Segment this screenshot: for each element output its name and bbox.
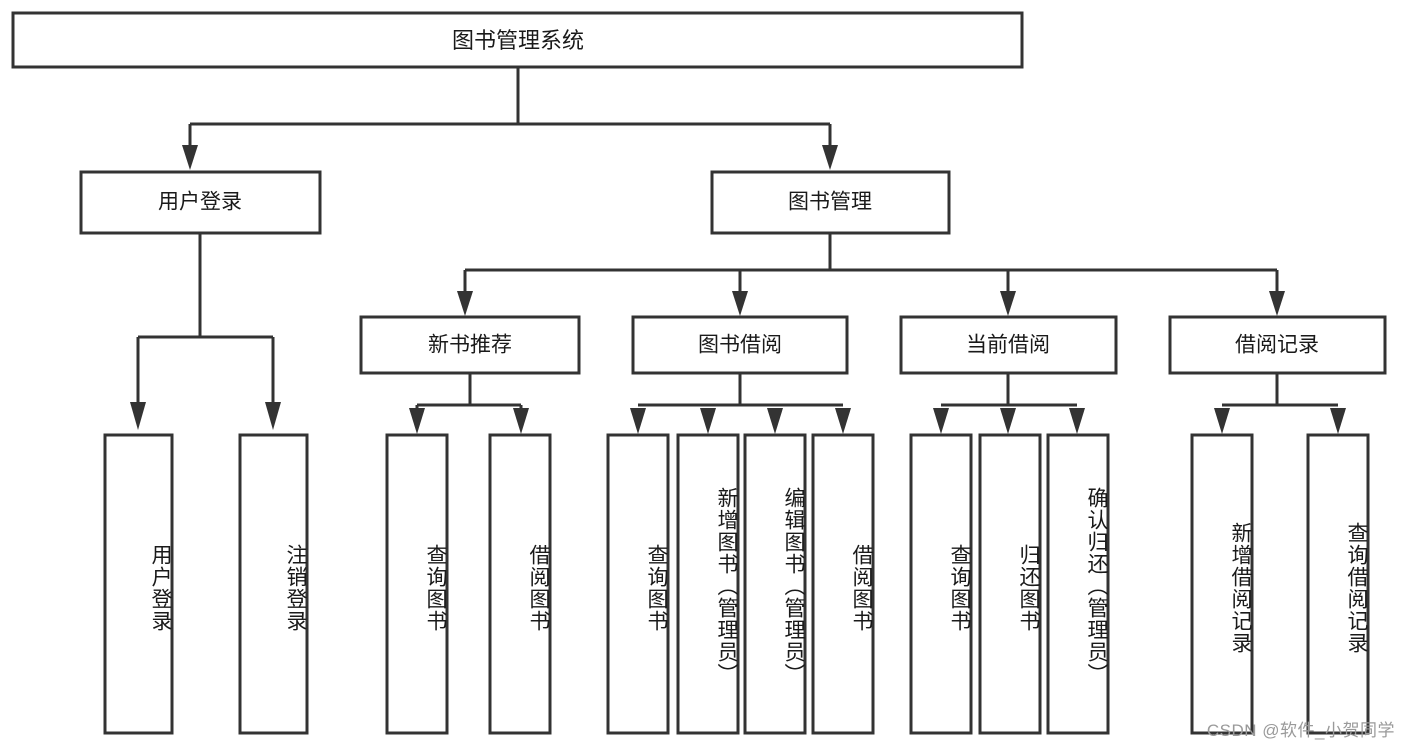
node-book-borrow-label: 图书借阅	[698, 334, 782, 357]
node-user-login-box[interactable]	[79, 170, 322, 235]
node-current-borrow-box[interactable]	[899, 315, 1118, 375]
csdn-watermark: CSDN @软件_小贺同学	[1206, 721, 1395, 740]
arrow-leaf-query-book-1	[409, 408, 425, 434]
leaf-boxes-book-borrow	[606, 433, 875, 735]
node-book-borrow[interactable]: 图书借阅	[631, 315, 849, 375]
arrow-leaf-add-book	[700, 408, 716, 434]
arrow-leaf-borrow-book-1	[513, 408, 529, 434]
arrow-to-borrow-record	[1269, 291, 1285, 316]
leaf-boxes-borrow-record	[1190, 433, 1370, 735]
node-book-management[interactable]: 图书管理	[710, 170, 951, 235]
node-user-login[interactable]: 用户登录	[79, 170, 322, 235]
arrow-leaf-add-record	[1214, 408, 1230, 434]
node-user-login-label: 用户登录	[158, 191, 242, 214]
leaf-box-add-book-admin[interactable]	[676, 433, 740, 735]
edges-current-borrow-to-leaves	[933, 373, 1085, 434]
leaf-box-query-borrow-record[interactable]	[1306, 433, 1370, 735]
leaf-box-return-book[interactable]	[978, 433, 1042, 735]
node-book-management-label: 图书管理	[788, 191, 872, 214]
leaf-box-query-book-3[interactable]	[909, 433, 973, 735]
node-root-system[interactable]: 图书管理系统	[11, 11, 1024, 69]
leaf-box-query-book-1[interactable]	[385, 433, 449, 735]
node-root-box[interactable]	[11, 11, 1024, 69]
leaf-boxes-new-book-recommend	[385, 433, 552, 735]
node-book-borrow-box[interactable]	[631, 315, 849, 375]
leaf-box-query-book-2[interactable]	[606, 433, 670, 735]
edges-book-manage-to-level3	[457, 233, 1285, 316]
node-root-label: 图书管理系统	[452, 28, 584, 53]
arrow-leaf-logout	[265, 402, 281, 430]
node-new-book-recommend[interactable]: 新书推荐	[359, 315, 581, 375]
leaf-box-user-login[interactable]	[103, 433, 174, 735]
node-borrow-record[interactable]: 借阅记录	[1168, 315, 1387, 375]
node-borrow-record-box[interactable]	[1168, 315, 1387, 375]
arrow-leaf-user-login	[130, 402, 146, 430]
arrow-leaf-query-book-2	[630, 408, 646, 434]
arrow-to-book-manage	[822, 145, 838, 170]
leaf-box-confirm-return-admin[interactable]	[1046, 433, 1110, 735]
arrow-leaf-query-book-3	[933, 408, 949, 434]
edges-book-borrow-to-leaves	[630, 373, 851, 434]
edges-new-book-to-leaves	[409, 373, 529, 434]
arrow-leaf-edit-book	[767, 408, 783, 434]
leaf-boxes-user-login	[103, 433, 309, 735]
node-current-borrow[interactable]: 当前借阅	[899, 315, 1118, 375]
edges-borrow-record-to-leaves	[1214, 373, 1346, 434]
arrow-leaf-return-book	[1000, 408, 1016, 434]
node-new-book-recommend-label: 新书推荐	[428, 334, 512, 357]
arrow-leaf-confirm-return	[1069, 408, 1085, 434]
leaf-box-borrow-book-1[interactable]	[488, 433, 552, 735]
leaf-box-edit-book-admin[interactable]	[743, 433, 807, 735]
arrow-to-book-borrow	[732, 291, 748, 316]
edges-root-to-level2	[182, 67, 838, 170]
arrow-to-new-book	[457, 291, 473, 316]
arrow-leaf-borrow-book-2	[835, 408, 851, 434]
leaf-box-logout-login[interactable]	[238, 433, 309, 735]
leaf-boxes-current-borrow	[909, 433, 1110, 735]
node-current-borrow-label: 当前借阅	[966, 334, 1050, 357]
node-borrow-record-label: 借阅记录	[1235, 334, 1319, 357]
leaf-box-add-borrow-record[interactable]	[1190, 433, 1254, 735]
node-book-management-box[interactable]	[710, 170, 951, 235]
arrow-to-user-login	[182, 145, 198, 170]
edges-user-login-to-leaves	[130, 233, 281, 430]
node-new-book-recommend-box[interactable]	[359, 315, 581, 375]
arrow-to-current-borrow	[1000, 291, 1016, 316]
leaf-box-borrow-book-2[interactable]	[811, 433, 875, 735]
arrow-leaf-query-record	[1330, 408, 1346, 434]
